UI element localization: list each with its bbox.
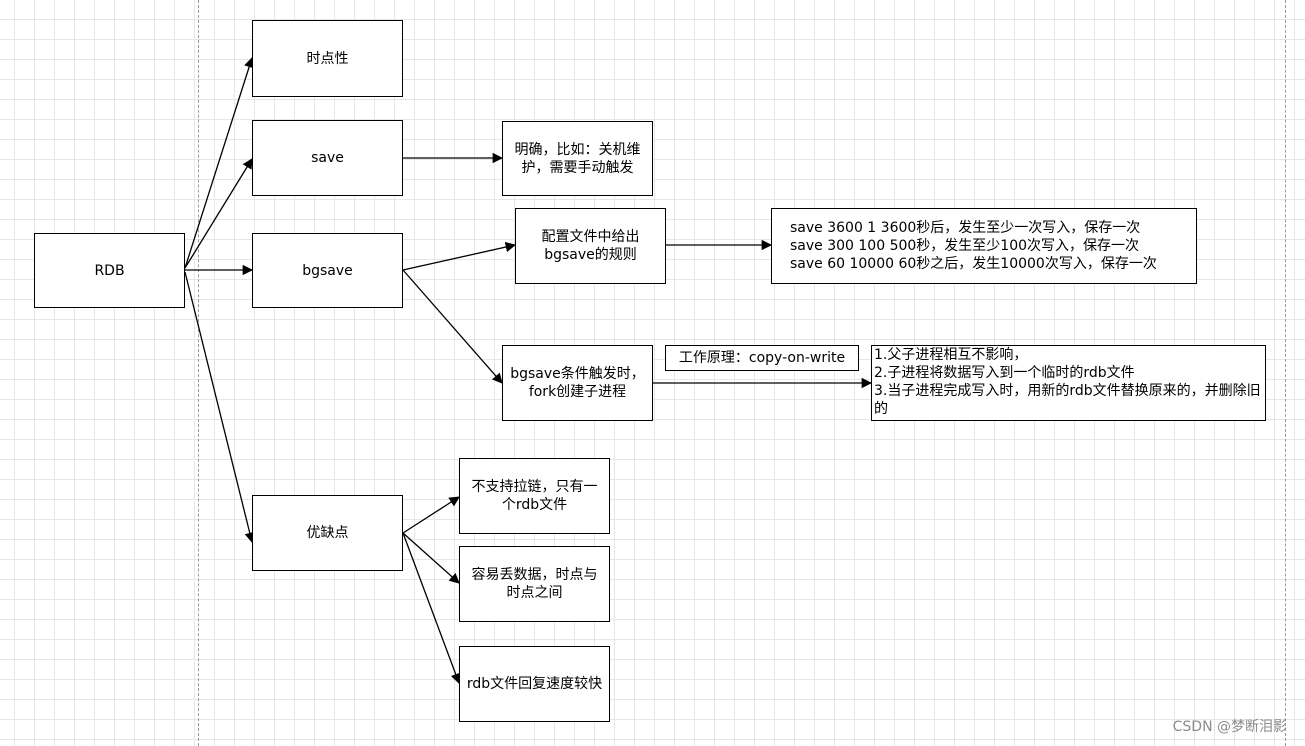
node-pro-fast-restore: rdb文件回复速度较快 — [459, 646, 610, 722]
node-con-data-loss: 容易丢数据，时点与 时点之间 — [459, 546, 610, 622]
guide-line-right — [1285, 0, 1286, 746]
edge-rdb-save — [184, 158, 253, 269]
node-shidianxing: 时点性 — [252, 20, 403, 97]
edge-pros-data-loss — [402, 532, 460, 584]
node-cow-label: 工作原理：copy-on-write — [665, 345, 859, 371]
node-rdb: RDB — [34, 233, 185, 308]
node-bgsave-config: 配置文件中给出 bgsave的规则 — [515, 208, 666, 284]
edge-rdb-shidianxing — [184, 57, 255, 269]
node-save-desc: 明确，比如：关机维 护，需要手动触发 — [502, 121, 653, 196]
node-fork-steps: 1.父子进程相互不影响， 2.子进程将数据写入到一个临时的rdb文件 3.当子进… — [871, 345, 1266, 421]
edge-bgsave-trigger — [402, 269, 503, 384]
edge-pros-fast-restore — [402, 532, 461, 684]
edge-pros-single-file — [402, 496, 460, 534]
node-save-rules: save 3600 1 3600秒后，发生至少一次写入，保存一次 save 30… — [771, 208, 1197, 284]
node-save: save — [252, 120, 403, 196]
node-pros-cons: 优缺点 — [252, 495, 403, 571]
edge-bgsave-config — [402, 241, 517, 271]
edge-rdb-pros-cons — [184, 271, 255, 544]
watermark: CSDN @梦断泪影 — [1172, 719, 1287, 735]
guide-line-left — [198, 0, 199, 746]
node-bgsave-trigger: bgsave条件触发时， fork创建子进程 — [502, 345, 653, 421]
node-bgsave: bgsave — [252, 233, 403, 308]
node-con-single-file: 不支持拉链，只有一 个rdb文件 — [459, 458, 610, 534]
